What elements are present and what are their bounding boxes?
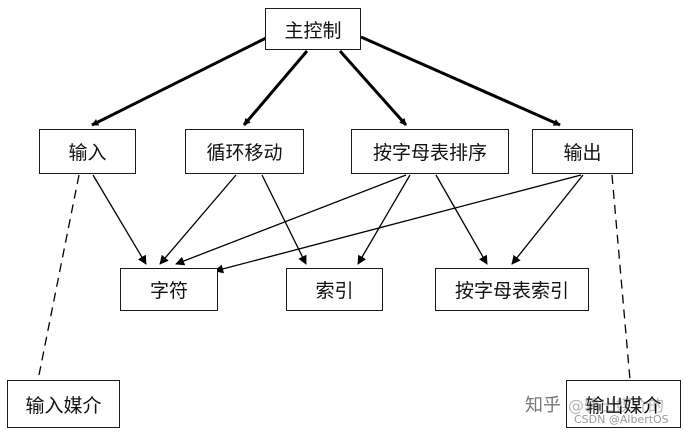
node-output-media: 输出媒介 (566, 380, 681, 428)
edges-layer (37, 35, 631, 381)
io-dashed-line-input-to-input_media (37, 174, 80, 381)
access-arrow-shift-to-chars (159, 174, 237, 265)
access-arrow-shift-to-index (261, 174, 307, 265)
node-index: 索引 (286, 268, 383, 311)
node-input: 输入 (39, 129, 136, 174)
control-arrow-main-to-sort (338, 50, 408, 126)
node-circular-shift: 循环移动 (185, 129, 304, 174)
control-arrow-main-to-output (360, 35, 561, 127)
access-arrow-output-to-chars (214, 174, 582, 274)
node-input-media: 输入媒介 (7, 380, 120, 428)
node-main-control: 主控制 (265, 8, 361, 50)
access-arrow-output-to-alpha_index (511, 174, 584, 265)
access-arrow-sort-to-chars (175, 174, 407, 266)
node-output: 输出 (532, 129, 633, 174)
node-characters: 字符 (120, 268, 218, 311)
io-dashed-line-output-to-output_media (611, 174, 631, 381)
access-arrow-sort-to-alpha_index (435, 174, 488, 265)
access-arrow-sort-to-index (357, 174, 411, 265)
control-arrow-main-to-shift (242, 50, 309, 126)
control-arrow-main-to-input (91, 35, 269, 127)
node-alphabetic-index: 按字母表索引 (435, 268, 589, 311)
node-alphabetize: 按字母表排序 (351, 129, 509, 174)
access-arrow-input-to-chars (92, 174, 147, 265)
